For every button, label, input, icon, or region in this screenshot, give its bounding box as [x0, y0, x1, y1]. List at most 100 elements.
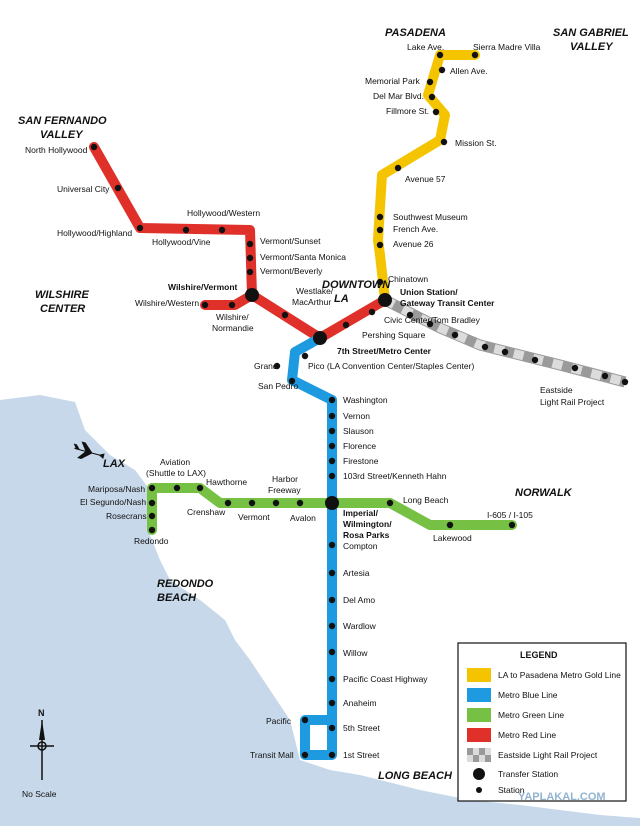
label-first-street: 1st Street	[343, 750, 380, 760]
station-dot-civic-center[interactable]	[368, 308, 376, 316]
station-dot-washington[interactable]	[328, 396, 336, 404]
station-dot-eastside-2[interactable]	[426, 320, 434, 328]
station-dot-vermont-sunset[interactable]	[246, 240, 254, 248]
legend-label-transfer: Transfer Station	[498, 769, 558, 779]
station-dot-chinatown[interactable]	[376, 278, 384, 286]
station-dot-el-segundo[interactable]	[148, 499, 156, 507]
label-pico: Pico (LA Convention Center/Staples Cente…	[308, 361, 474, 371]
label-vermont-green: Vermont	[238, 512, 270, 522]
station-dot-transit-mall[interactable]	[301, 751, 309, 759]
station-dot-harbor-freeway[interactable]	[272, 499, 280, 507]
station-dot-wilshire-western[interactable]	[201, 301, 209, 309]
station-dot-rosecrans[interactable]	[148, 512, 156, 520]
station-dot-eastside-4[interactable]	[481, 343, 489, 351]
legend-label-eastside: Eastside Light Rail Project	[498, 750, 598, 760]
label-willow: Willow	[343, 648, 368, 658]
transfer-station-7th-metro[interactable]	[313, 331, 327, 345]
station-dot-sierra-madre[interactable]	[471, 51, 479, 59]
station-dot-long-beach-blvd[interactable]	[386, 499, 394, 507]
station-dot-eastside-9[interactable]	[621, 378, 629, 386]
station-dot-grand[interactable]	[273, 362, 281, 370]
station-dot-allen[interactable]	[438, 66, 446, 74]
label-artesia: Artesia	[343, 568, 370, 578]
label-wilshire-western: Wilshire/Western	[135, 298, 199, 308]
pacific-ocean	[0, 395, 640, 826]
station-dot-eastside-5[interactable]	[501, 348, 509, 356]
transfer-station-wilshire-vermont[interactable]	[245, 288, 259, 302]
station-dot-eastside-8[interactable]	[601, 372, 609, 380]
station-dot-fillmore[interactable]	[432, 108, 440, 116]
station-dot-willow[interactable]	[328, 648, 336, 656]
label-allen: Allen Ave.	[450, 66, 488, 76]
station-dot-eastside-1[interactable]	[406, 311, 414, 319]
transfer-station-imperial[interactable]	[325, 496, 339, 510]
station-dot-compton[interactable]	[328, 541, 336, 549]
station-dot-wardlow[interactable]	[328, 622, 336, 630]
station-dot-hollywood-vine[interactable]	[182, 226, 190, 234]
station-dot-pico[interactable]	[301, 352, 309, 360]
station-dot-slauson[interactable]	[328, 427, 336, 435]
station-dot-fifth-street[interactable]	[328, 724, 336, 732]
legend: LEGEND LA to Pasadena Metro Gold Line Me…	[457, 642, 627, 802]
label-washington: Washington	[343, 395, 388, 405]
station-dot-westlake[interactable]	[281, 311, 289, 319]
station-dot-aviation[interactable]	[173, 484, 181, 492]
station-dot-wilshire-normandie[interactable]	[228, 301, 236, 309]
station-dot-pershing[interactable]	[342, 321, 350, 329]
label-rosecrans: Rosecrans	[106, 511, 147, 521]
station-dot-eastside-6[interactable]	[531, 356, 539, 364]
station-dot-vermont-beverly[interactable]	[246, 268, 254, 276]
station-dot-kenneth-hahn[interactable]	[328, 472, 336, 480]
station-dot-universal[interactable]	[114, 184, 122, 192]
station-dot-avenue26[interactable]	[376, 241, 384, 249]
station-dot-del-amo[interactable]	[328, 596, 336, 604]
label-civic-center: Civic Center/Tom Bradley	[384, 315, 481, 325]
label-avenue57: Avenue 57	[405, 174, 446, 184]
station-dot-firestone[interactable]	[328, 457, 336, 465]
station-dot-vermont-green[interactable]	[248, 499, 256, 507]
label-vernon: Vernon	[343, 411, 370, 421]
station-dot-avalon[interactable]	[296, 499, 304, 507]
station-dot-first-street[interactable]	[328, 751, 336, 759]
station-dot-anaheim[interactable]	[328, 699, 336, 707]
station-dot-i605[interactable]	[508, 521, 516, 529]
station-dot-mariposa[interactable]	[148, 484, 156, 492]
station-dot-vernon[interactable]	[328, 412, 336, 420]
label-grand: Grand	[254, 361, 278, 371]
label-transit-mall: Transit Mall	[250, 750, 294, 760]
station-dot-pch[interactable]	[328, 675, 336, 683]
station-dot-hawthorne[interactable]	[196, 484, 204, 492]
station-dot-north-hollywood[interactable]	[90, 143, 98, 151]
station-dot-san-pedro[interactable]	[288, 377, 296, 385]
station-dot-vermont-santa-monica[interactable]	[246, 254, 254, 262]
station-dot-eastside-7[interactable]	[571, 364, 579, 372]
station-dot-pacific[interactable]	[301, 716, 309, 724]
station-dot-crenshaw[interactable]	[224, 499, 232, 507]
north-arrow-icon: N	[30, 708, 54, 780]
label-long-beach-blvd: Long Beach	[403, 495, 449, 505]
station-dot-artesia[interactable]	[328, 569, 336, 577]
station-dot-eastside-3[interactable]	[451, 331, 459, 339]
legend-item-red: Metro Red Line	[467, 728, 556, 742]
station-dot-hollywood-western[interactable]	[218, 226, 226, 234]
label-eastside-1: Eastside	[540, 385, 573, 395]
station-dot-redondo-stn[interactable]	[148, 526, 156, 534]
station-dot-avenue57[interactable]	[394, 164, 402, 172]
station-dot-mission[interactable]	[440, 138, 448, 146]
station-dot-del-mar[interactable]	[428, 93, 436, 101]
region-san-fernando-2: VALLEY	[40, 129, 84, 141]
station-dot-florence[interactable]	[328, 442, 336, 450]
station-dot-lake-ave[interactable]	[436, 51, 444, 59]
red-line	[89, 142, 390, 343]
station-dot-french[interactable]	[376, 226, 384, 234]
label-vermont-santa-monica: Vermont/Santa Monica	[260, 252, 346, 262]
transfer-station-union[interactable]	[378, 293, 392, 307]
label-crenshaw: Crenshaw	[187, 507, 226, 517]
station-dot-memorial[interactable]	[426, 78, 434, 86]
label-wardlow: Wardlow	[343, 621, 377, 631]
region-san-gabriel-2: VALLEY	[570, 41, 614, 53]
station-dot-sw-museum[interactable]	[376, 213, 384, 221]
station-dot-lakewood[interactable]	[446, 521, 454, 529]
station-dot-hollywood-highland[interactable]	[136, 224, 144, 232]
